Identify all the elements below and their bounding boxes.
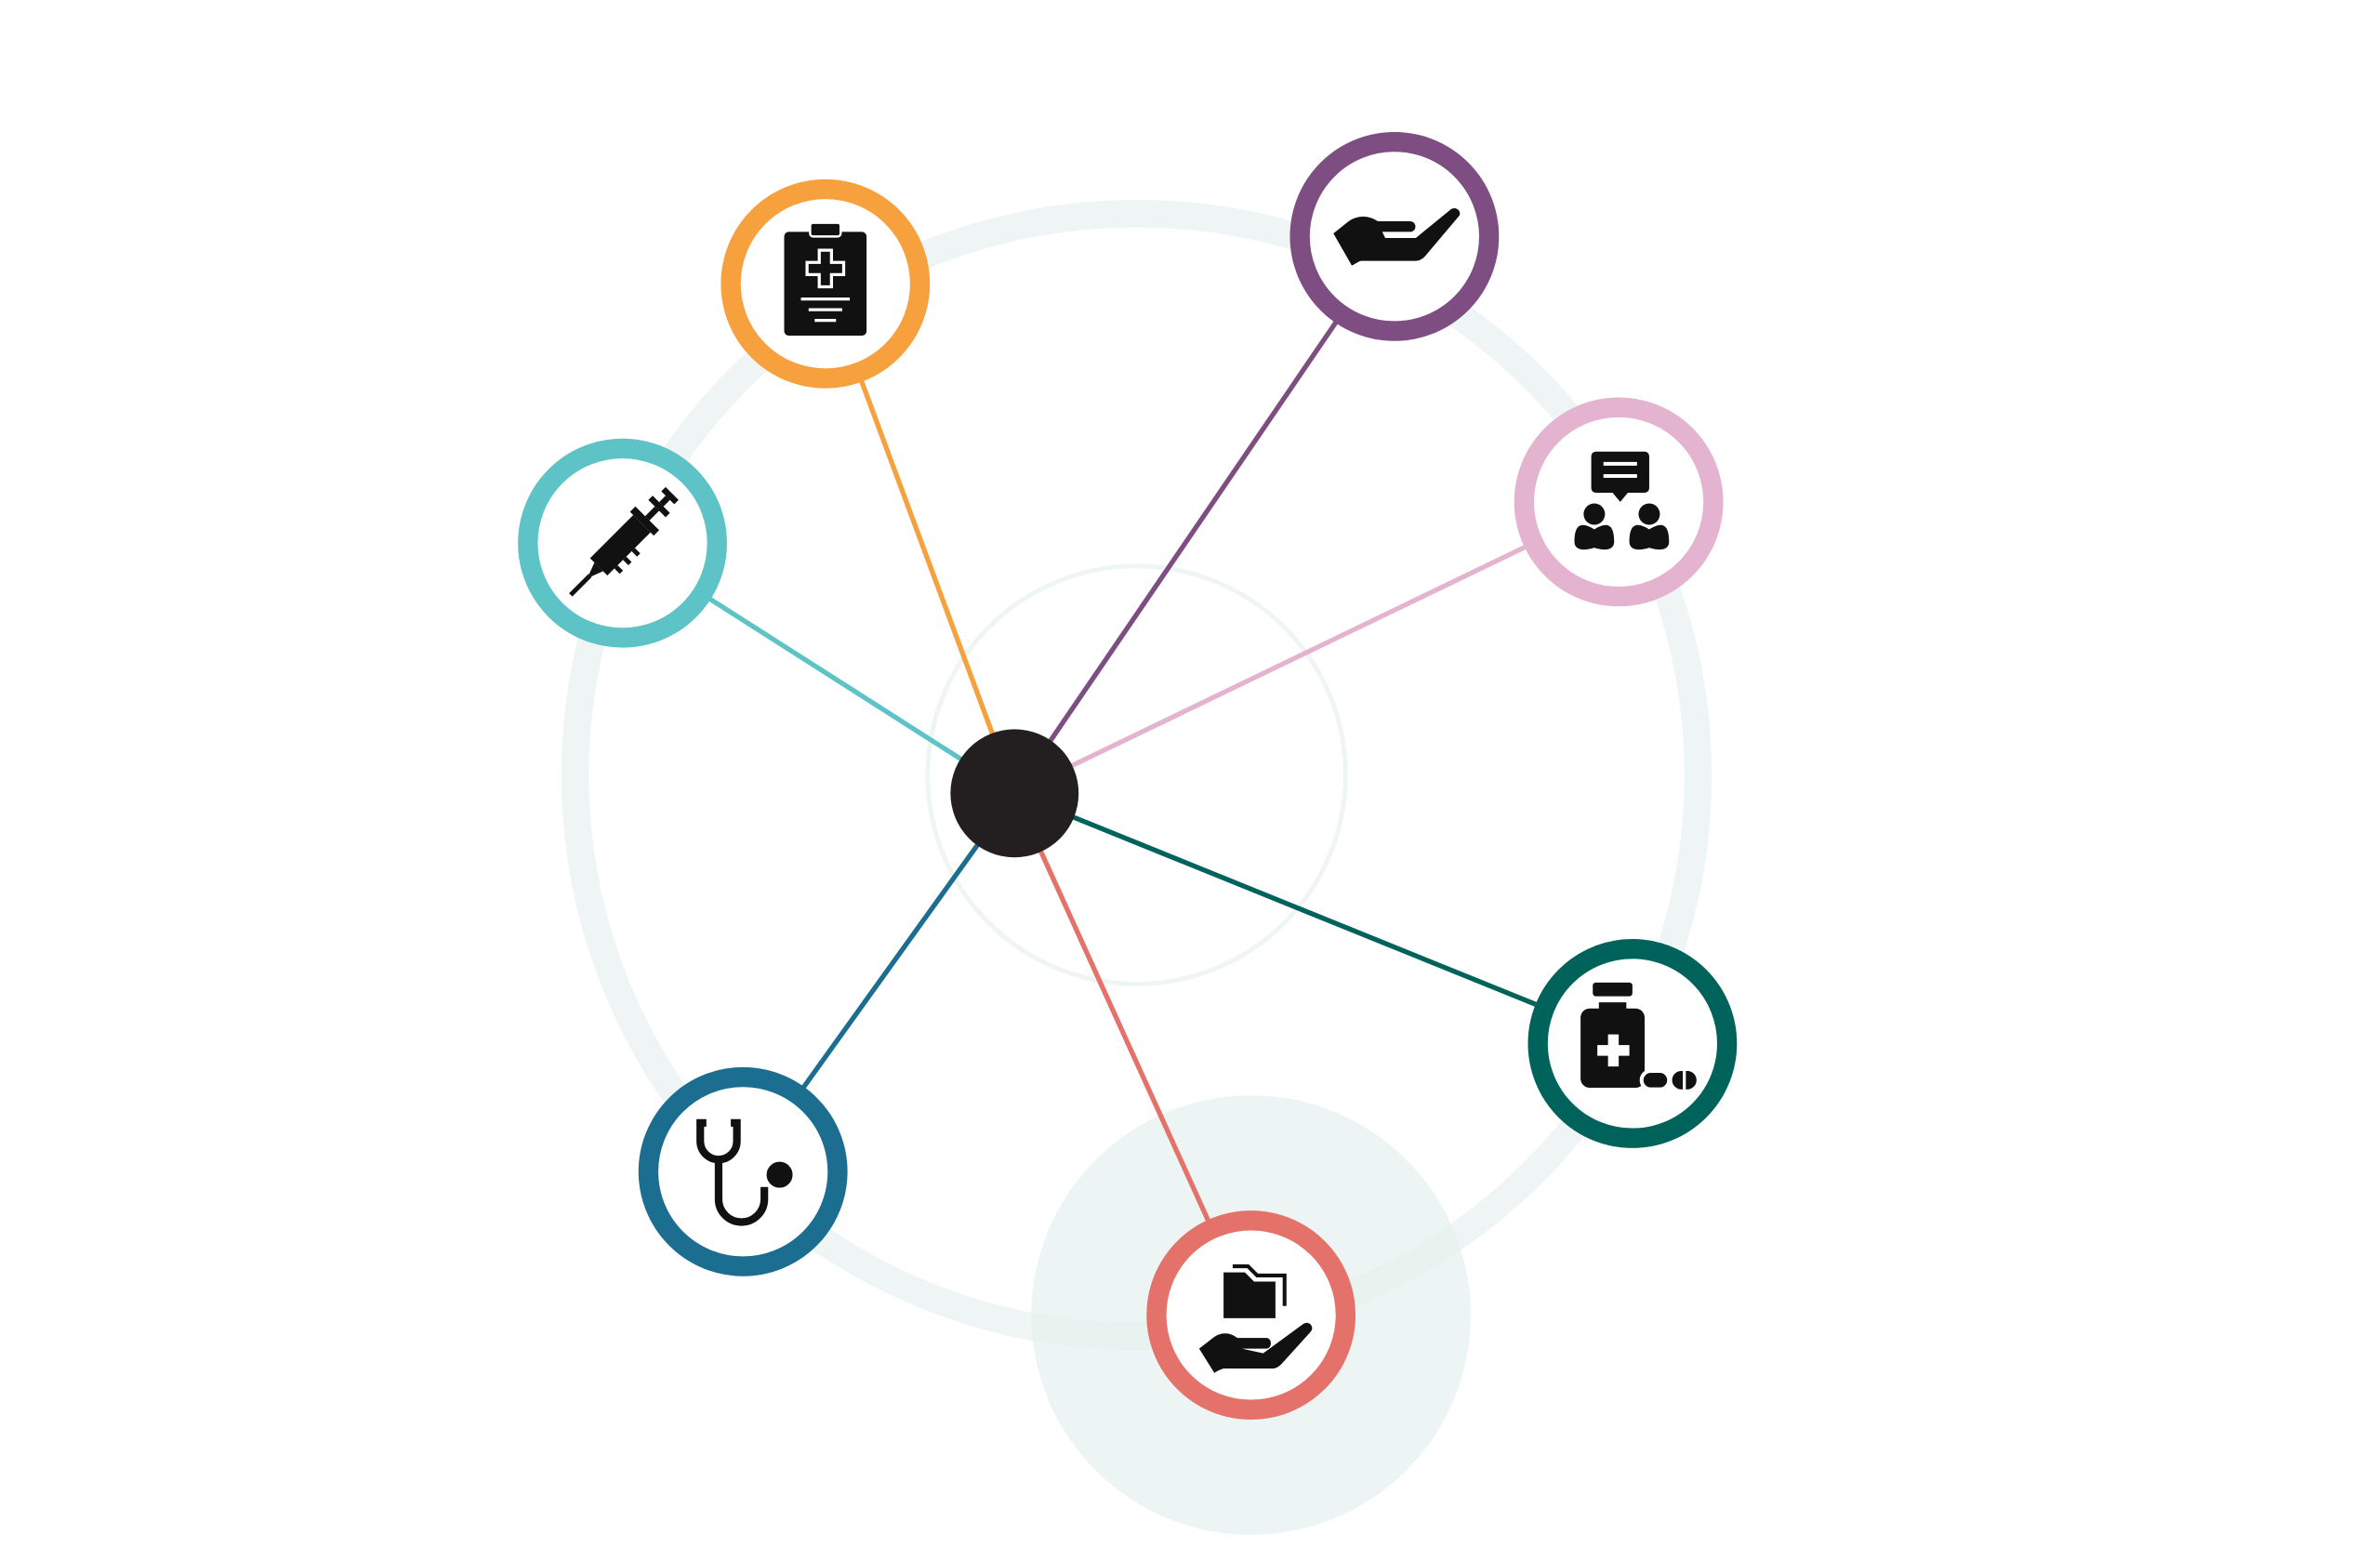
node-medication[interactable] (1527, 939, 1738, 1148)
consultation-people-icon (1574, 451, 1670, 550)
clipboard-medical-icon (784, 221, 867, 337)
node-medical-record[interactable] (721, 178, 931, 389)
inner-background-ring (925, 563, 1348, 986)
folder-on-hand-icon (1198, 1264, 1313, 1373)
hand-caring-icon (1333, 208, 1461, 266)
node-vaccine[interactable] (518, 438, 727, 648)
node-consultation[interactable] (1514, 397, 1724, 607)
node-records-handover[interactable] (1146, 1210, 1356, 1420)
node-diagnosis[interactable] (638, 1066, 848, 1276)
medicine-bottle-pills-icon (1580, 982, 1697, 1091)
node-care-hand[interactable] (1289, 131, 1500, 341)
central-hub (950, 729, 1079, 858)
syringe-icon (569, 486, 679, 597)
background-decor (561, 199, 1712, 1535)
spoke-consultation (1013, 499, 1620, 796)
spoke-care-hand (1012, 234, 1397, 795)
stethoscope-icon (696, 1118, 793, 1226)
spoke-medication (1013, 790, 1633, 1046)
